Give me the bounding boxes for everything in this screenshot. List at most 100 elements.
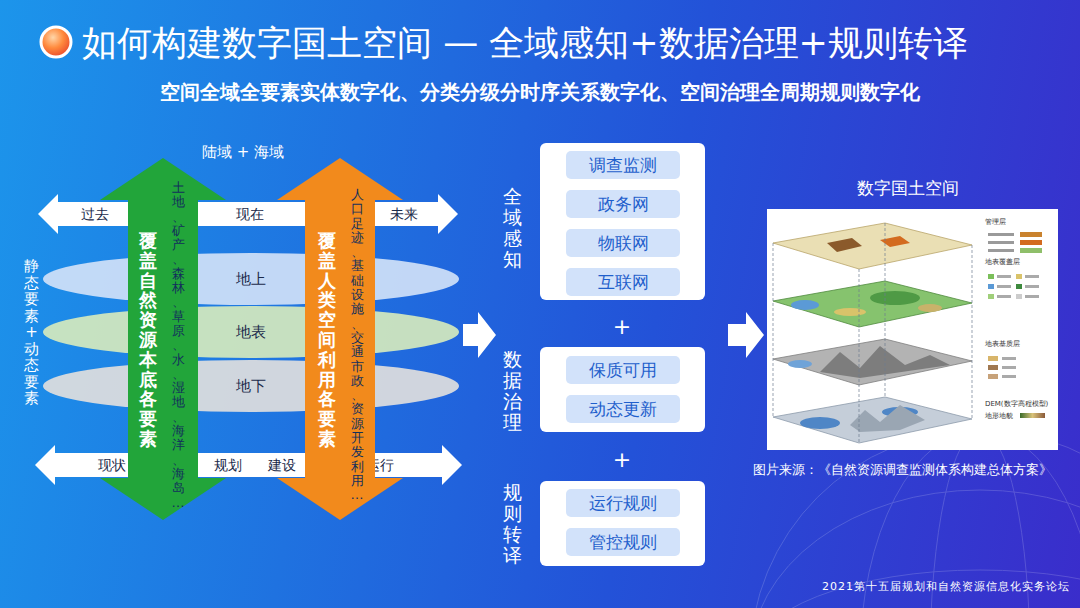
legend-swatch: [1020, 232, 1042, 237]
timeline-label: 现在: [236, 206, 264, 223]
water-patch: [791, 300, 819, 310]
layer-label: 地表: [236, 323, 266, 341]
item-label: 互联网: [598, 272, 649, 292]
arrow-shape: [35, 445, 462, 485]
subtitle: 空间全域全要素实体数字化、分类分级分时序关系数字化、空间治理全周期规则数字化: [0, 80, 1080, 104]
globe-latitude: [750, 490, 1080, 608]
item-pill: 保质可用: [566, 356, 680, 384]
element-list: 人口足迹、基础设施、交通市政、资源开发利用…: [351, 188, 364, 503]
plus-sign: +: [602, 314, 642, 340]
globe-latitude: [750, 570, 1080, 608]
legend-line: [1002, 357, 1016, 360]
legend-line: [1025, 275, 1039, 278]
plus-sign: +: [602, 447, 642, 473]
axis-label: 静态要素+动态要素: [24, 258, 39, 407]
item-pill: 互联网: [566, 268, 680, 296]
field-patch: [918, 304, 942, 312]
dem-layer: [773, 397, 972, 443]
substrate-layer: [773, 339, 972, 385]
management-patch: [827, 238, 862, 252]
legend-swatch: [988, 374, 998, 379]
layer-name: 地表基质层: [985, 340, 1020, 348]
legend-line: [988, 241, 1014, 244]
timeline-label: 现状: [98, 457, 126, 474]
arrow-heading: 覆盖自然资源本底各要素: [139, 231, 157, 449]
layer-label: 地下: [236, 377, 266, 395]
forum-footer: 2021第十五届规划和自然资源信息化实务论坛: [770, 580, 1070, 593]
item-pill: 管控规则: [566, 528, 680, 556]
item-label: 管控规则: [589, 532, 657, 552]
item-label: 政务网: [598, 194, 649, 214]
management-patch: [880, 236, 910, 247]
legend-swatch: [1016, 274, 1022, 279]
item-label: 调查监测: [589, 155, 657, 175]
legend-ramp: [1020, 413, 1045, 418]
scope-label: 陆域 + 海域: [193, 143, 293, 161]
item-pill: 政务网: [566, 190, 680, 218]
step-box: 调查监测政务网物联网互联网全域感知: [540, 143, 705, 300]
picture-frame: [767, 209, 1058, 450]
element-list: 土地、矿产、森林、草原、水、湿地、海洋、海岛…: [172, 181, 185, 510]
layer-name: DEM(数字高程模型): [985, 400, 1048, 408]
layer-ellipse: 地表: [43, 306, 459, 358]
water-patch: [788, 360, 812, 368]
forest-patch: [870, 291, 920, 305]
ellipse-shape: [43, 253, 459, 305]
item-pill: 运行规则: [566, 489, 680, 517]
globe-outline: [750, 430, 1080, 608]
layer-name: 地表覆盖层: [985, 258, 1020, 266]
legend-line: [1025, 285, 1039, 288]
guide-line: [773, 243, 774, 417]
step-box: 运行规则管控规则规则转译: [540, 481, 705, 566]
management-layer: [773, 223, 972, 269]
legend-swatch: [988, 294, 994, 299]
step-heading: 全域感知: [503, 186, 522, 270]
slide-title: 如何构建数字国土空间 — 全域感知+数据治理+规则转译: [82, 22, 968, 64]
image-source: 图片来源：《自然资源调查监测体系构建总体方案》: [700, 462, 1080, 478]
legend-line: [1002, 366, 1016, 369]
legend-line: [1002, 375, 1016, 378]
layer-label: 地上: [236, 270, 266, 288]
timeline-label: 规划: [214, 457, 242, 474]
cover-layer: [773, 281, 972, 327]
node-outline: [277, 158, 403, 520]
step-box: 保质可用动态更新数据治理: [540, 347, 705, 432]
item-label: 运行规则: [589, 493, 657, 513]
step-heading: 规则转译: [503, 482, 522, 566]
title-icon: [41, 27, 71, 57]
legend-line: [1025, 295, 1039, 298]
item-label: 物联网: [598, 233, 649, 253]
legend-swatch: [1020, 240, 1042, 245]
timeline-label: 未来: [390, 206, 418, 223]
picture-panel: 数字国土空间: [767, 209, 1058, 450]
layer-ellipse: 地下: [43, 360, 459, 412]
legend-line: [997, 285, 1011, 288]
arrow-heading: 覆盖人类空间利用各要素: [318, 231, 336, 449]
item-label: 保质可用: [589, 360, 657, 380]
human-use-arrow: 覆盖人类空间利用各要素 人口足迹、基础设施、交通市政、资源开发利用…: [277, 158, 403, 520]
legend-line: [988, 249, 1014, 252]
layer-guides: [773, 223, 972, 443]
flow-arrow: [463, 312, 496, 358]
step-heading: 数据治理: [503, 349, 522, 433]
ellipse-shape: [43, 360, 459, 412]
legend-swatch: [1020, 248, 1042, 253]
layer-name: 管理层: [985, 218, 1006, 226]
water-patch: [800, 417, 840, 429]
guide-line: [972, 245, 973, 419]
guide-line: [885, 223, 886, 397]
item-pill: 调查监测: [566, 151, 680, 179]
legend-line: [988, 233, 1014, 236]
item-pill: 动态更新: [566, 395, 680, 423]
legend-swatch: [988, 365, 998, 370]
timeline-label: 建设: [268, 457, 296, 474]
field-patch: [834, 308, 866, 316]
item-label: 动态更新: [589, 399, 657, 419]
terrain-relief: [850, 405, 925, 432]
timeline-label: 过去: [81, 206, 109, 223]
guide-line: [859, 269, 860, 443]
node-outline: [100, 158, 226, 520]
legend-swatch: [988, 284, 994, 289]
legend-swatch: [1016, 284, 1022, 289]
flow-arrow: [728, 312, 764, 358]
